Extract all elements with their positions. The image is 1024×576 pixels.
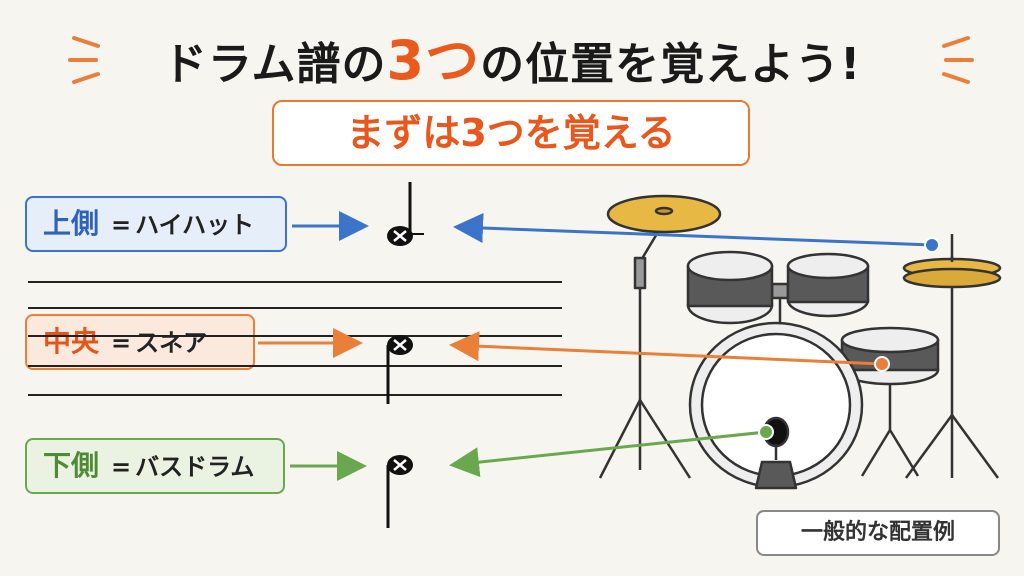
label-snare-position: 中央 — [43, 325, 100, 358]
label-hihat-instrument: ハイハット — [135, 211, 255, 239]
right-sparkle-icon — [942, 36, 974, 84]
staff-lines — [28, 281, 562, 396]
label-bass: 下側 =バスドラム — [25, 438, 285, 494]
title-part-2: の位置を覚えよう! — [480, 39, 862, 90]
label-snare-instrument: スネア — [135, 329, 208, 357]
subtitle-box: まずは3つを覚える — [272, 100, 750, 166]
label-hihat-position: 上側 — [43, 207, 100, 240]
label-bass-position: 下側 — [43, 449, 100, 482]
drum-kit-illustration — [598, 194, 1002, 490]
hihat-pointer — [453, 213, 940, 253]
label-snare: 中央=スネア — [25, 314, 255, 370]
label-bass-equals: = — [111, 453, 132, 481]
bass-note — [386, 455, 413, 528]
page-title: ドラム譜の3つの位置を覚えよう! — [0, 16, 1024, 95]
layout-note: 一般的な配置例 — [756, 510, 1000, 556]
title-part-1: ドラム譜の — [162, 39, 387, 90]
snare-note — [386, 335, 413, 404]
label-bass-instrument: バスドラム — [135, 453, 255, 481]
title-number: 3つ — [386, 29, 481, 92]
hihat-note — [387, 182, 424, 246]
label-hihat: 上側 =ハイハット — [25, 196, 287, 252]
snare-pointer — [449, 331, 890, 372]
label-hihat-equals: = — [111, 211, 132, 239]
bass-pointer — [449, 424, 774, 478]
left-sparkle-icon — [68, 36, 100, 84]
